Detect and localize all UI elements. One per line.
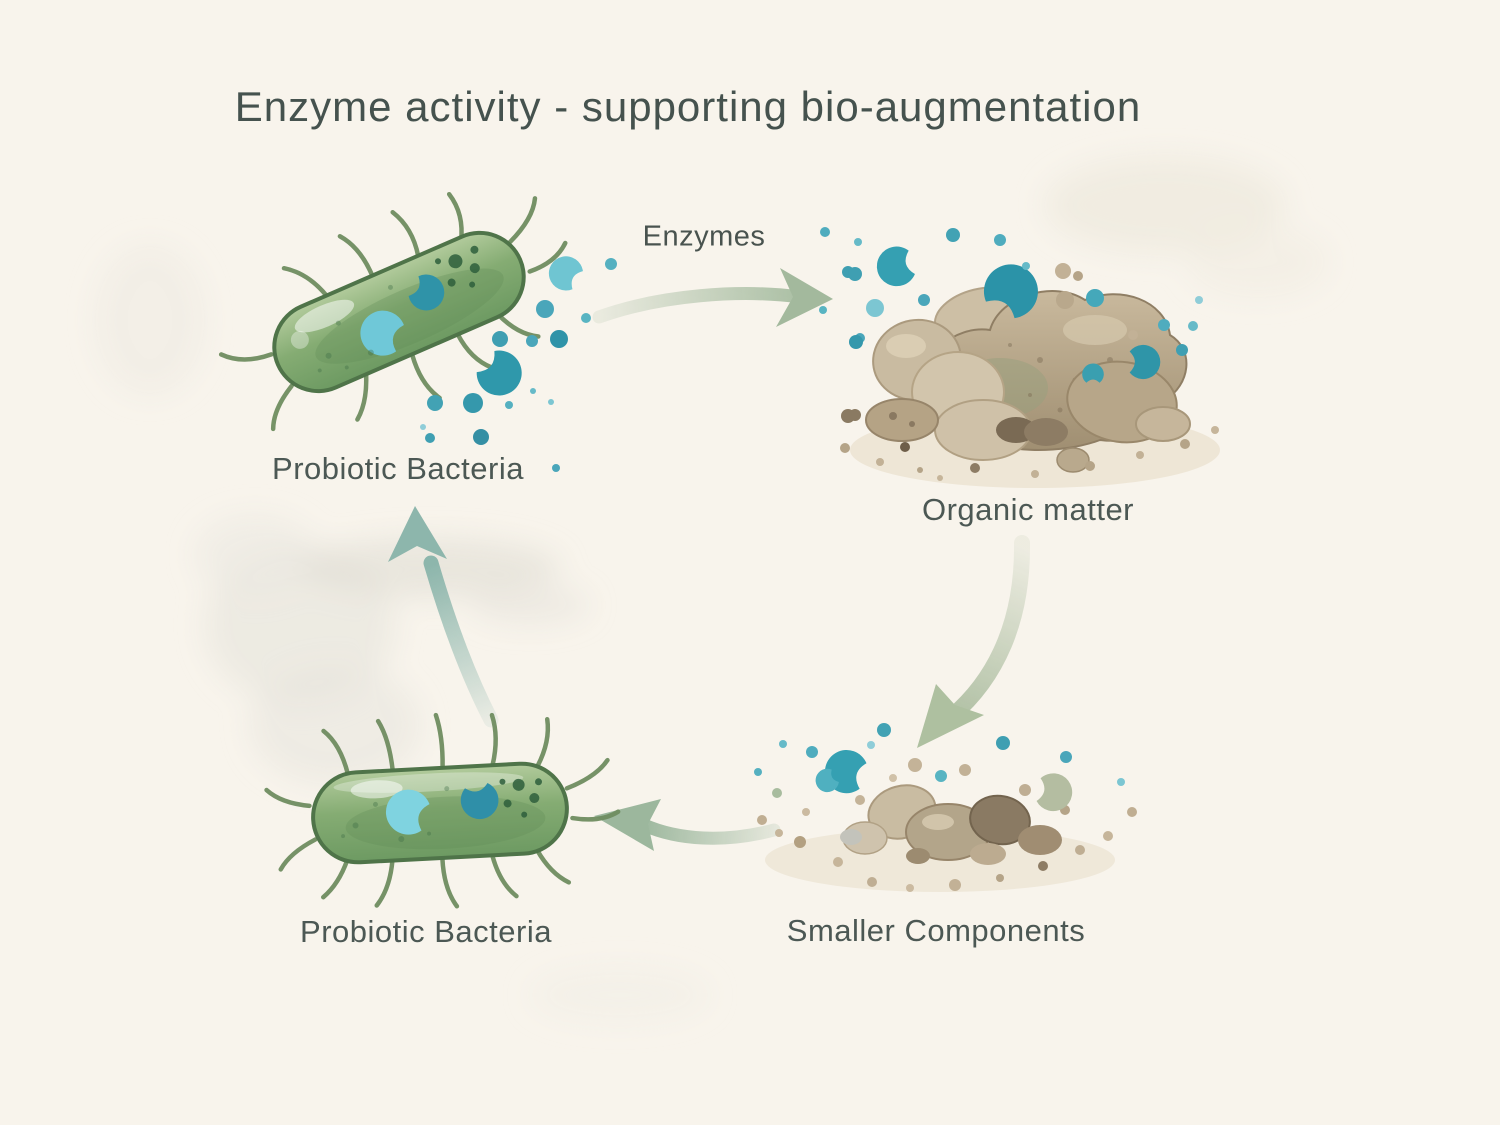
arrowhead-left bbox=[594, 799, 661, 851]
enzymes-arrow-label: Enzymes bbox=[642, 220, 766, 253]
organic-matter-illustration bbox=[840, 228, 1220, 488]
pebble-scatter bbox=[757, 758, 1137, 892]
cell-speckles bbox=[317, 284, 393, 373]
bacterium-illustration-top bbox=[218, 191, 568, 432]
bacterium-illustration-bottom bbox=[264, 712, 621, 909]
watercolor-washes bbox=[95, 157, 1328, 1023]
arrowhead-up bbox=[388, 506, 447, 562]
smaller-components-label: Smaller Components bbox=[786, 913, 1086, 948]
diagram-title: Enzyme activity - supporting bio-augment… bbox=[234, 83, 1142, 130]
enzyme-particles-top bbox=[420, 227, 865, 472]
ground-scatter bbox=[840, 263, 1219, 481]
enzyme-particles-smaller bbox=[754, 723, 1125, 815]
arrow-bacteria-cycle-up bbox=[388, 506, 499, 728]
arrow-smaller-to-bacteria bbox=[594, 799, 781, 851]
probiotic-bacteria-bottom-label: Probiotic Bacteria bbox=[300, 914, 552, 949]
arrow-organic-to-smaller bbox=[917, 535, 1031, 748]
flagella bbox=[218, 191, 568, 432]
cell-granules bbox=[434, 245, 480, 288]
smaller-components-illustration bbox=[754, 723, 1137, 892]
organic-matter-label: Organic matter bbox=[921, 492, 1135, 527]
cell-speckles bbox=[341, 786, 450, 843]
enzyme-particles-organic bbox=[848, 228, 1203, 383]
cell-granules bbox=[499, 778, 543, 818]
probiotic-bacteria-top-label: Probiotic Bacteria bbox=[272, 451, 524, 486]
arrowhead-down bbox=[917, 684, 984, 748]
arrow-enzymes bbox=[592, 268, 833, 327]
flagella bbox=[264, 712, 621, 909]
arrowhead-right bbox=[776, 268, 833, 327]
